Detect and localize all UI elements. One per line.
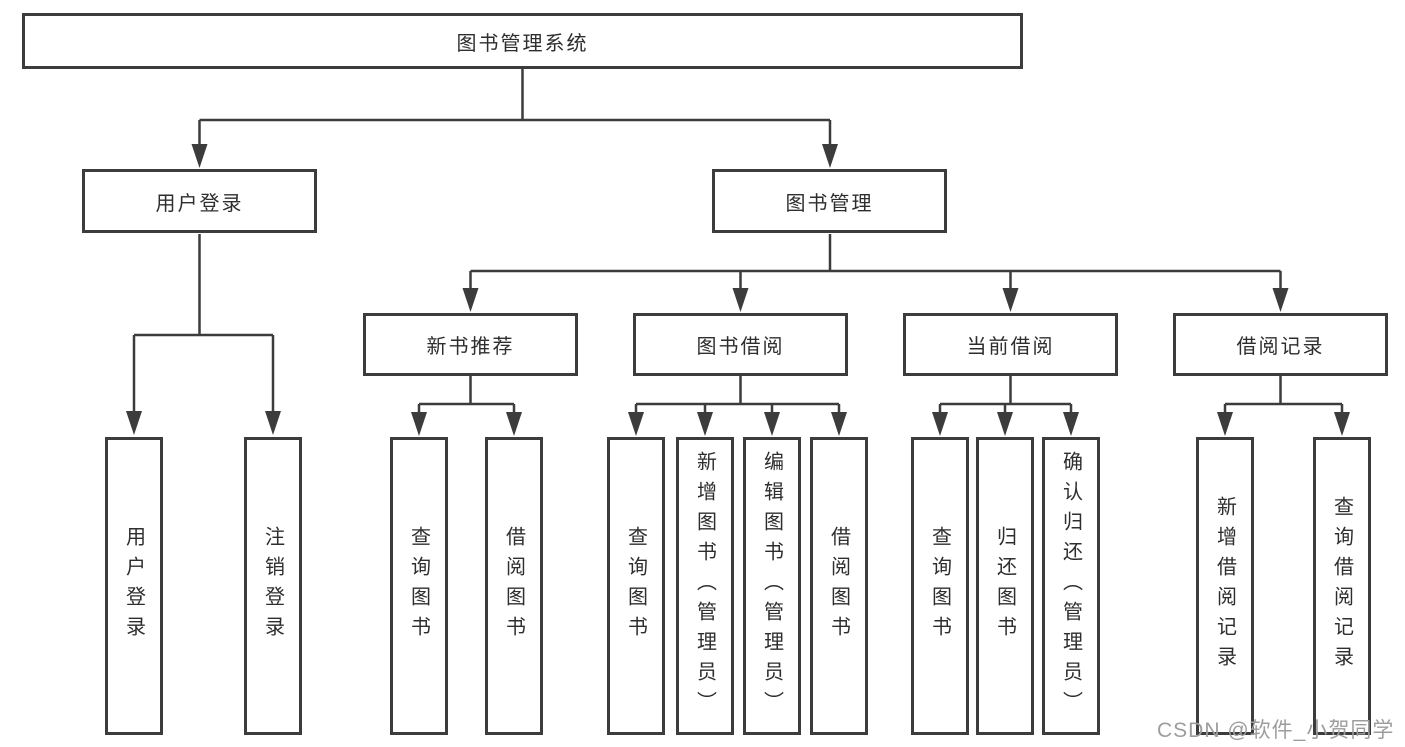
leaf-query-books-borrow: 查询图书 [607, 437, 665, 735]
leaf-label: 确认归还（管理员） [1059, 451, 1082, 721]
leaf-query-books-recommend: 查询图书 [390, 437, 448, 735]
arrowhead-icon [1002, 288, 1019, 312]
leaf-label: 编辑图书（管理员） [760, 451, 783, 721]
leaf-label: 新增借阅记录 [1213, 496, 1236, 676]
arrowhead-icon [411, 412, 427, 436]
leaf-query-borrow-record: 查询借阅记录 [1313, 437, 1371, 735]
leaf-label: 查询图书 [407, 526, 430, 646]
arrowhead-icon [462, 288, 479, 312]
leaf-add-book-admin: 新增图书（管理员） [676, 437, 734, 735]
arrowhead-icon [1063, 412, 1079, 436]
leaf-confirm-return-admin: 确认归还（管理员） [1042, 437, 1100, 735]
arrowhead-icon [191, 144, 208, 168]
leaf-logout: 注销登录 [244, 437, 302, 735]
node-user-login: 用户登录 [82, 169, 317, 233]
leaf-query-books-current: 查询图书 [911, 437, 969, 735]
node-current-borrow: 当前借阅 [903, 313, 1118, 376]
leaf-label: 用户登录 [122, 526, 145, 646]
leaf-borrow-books-recommend: 借阅图书 [485, 437, 543, 735]
leaf-label: 查询图书 [928, 526, 951, 646]
leaf-label: 借阅图书 [827, 526, 850, 646]
leaf-label: 注销登录 [261, 526, 284, 646]
arrowhead-icon [764, 412, 780, 436]
arrowhead-icon [506, 412, 522, 436]
arrowhead-icon [628, 412, 644, 436]
leaf-borrow-books: 借阅图书 [810, 437, 868, 735]
leaf-label: 查询借阅记录 [1330, 496, 1353, 676]
leaf-label: 归还图书 [993, 526, 1016, 646]
arrowhead-icon [126, 411, 142, 435]
arrowhead-icon [831, 412, 847, 436]
leaf-label: 新增图书（管理员） [693, 451, 716, 721]
node-new-book-recommend: 新书推荐 [363, 313, 578, 376]
arrowhead-icon [932, 412, 948, 436]
arrowhead-icon [1217, 412, 1233, 436]
leaf-edit-book-admin: 编辑图书（管理员） [743, 437, 801, 735]
arrowhead-icon [697, 412, 713, 436]
arrowhead-icon [732, 288, 749, 312]
arrowhead-icon [997, 412, 1013, 436]
node-book-borrow: 图书借阅 [633, 313, 848, 376]
leaf-label: 借阅图书 [502, 526, 525, 646]
arrowhead-icon [265, 411, 281, 435]
arrowhead-icon [1272, 288, 1289, 312]
arrowhead-icon [1334, 412, 1350, 436]
leaf-add-borrow-record: 新增借阅记录 [1196, 437, 1254, 735]
node-borrow-records: 借阅记录 [1173, 313, 1388, 376]
leaf-label: 查询图书 [624, 526, 647, 646]
leaf-user-login: 用户登录 [105, 437, 163, 735]
leaf-return-book: 归还图书 [976, 437, 1034, 735]
node-library-system: 图书管理系统 [22, 13, 1023, 69]
arrowhead-icon [822, 144, 838, 168]
node-book-management: 图书管理 [712, 169, 947, 233]
csdn-watermark: CSDN @软件_小贺同学 [1157, 719, 1395, 742]
